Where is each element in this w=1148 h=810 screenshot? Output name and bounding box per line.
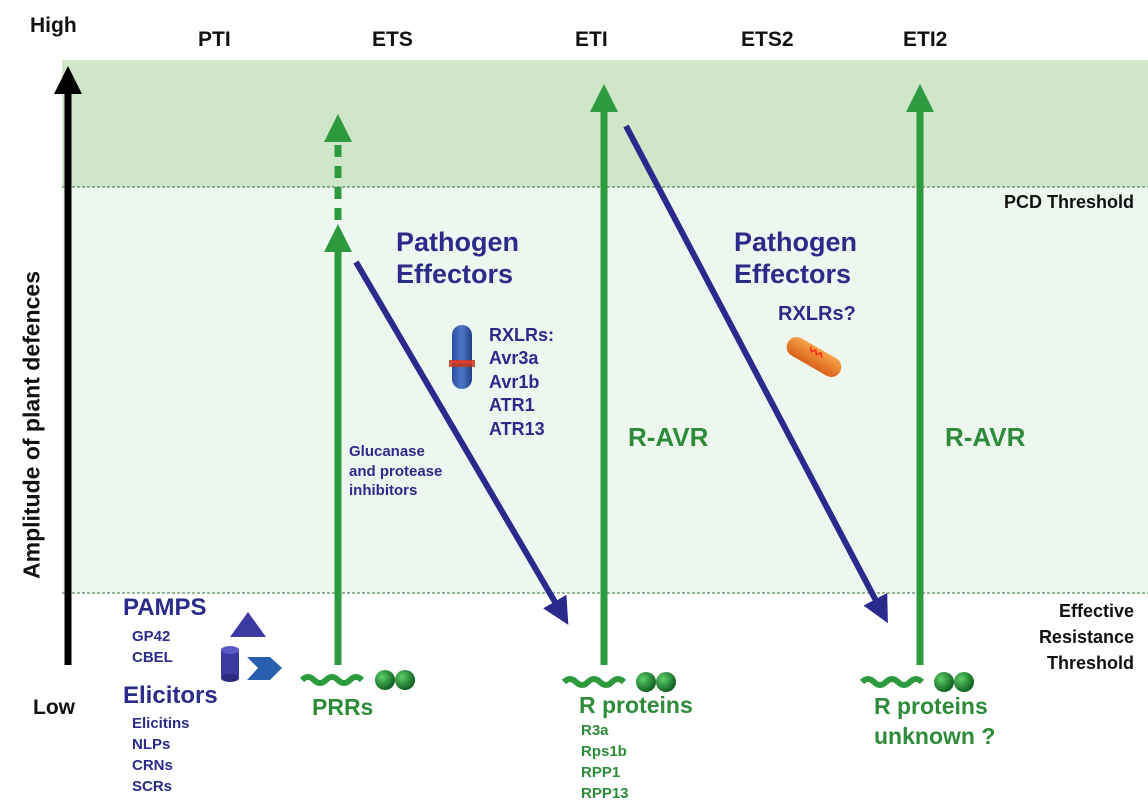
pathogen-effectors-2-line1: Pathogen (734, 227, 858, 257)
rxlr-list: RXLRs: Avr3a Avr1b ATR1 ATR13 (489, 324, 554, 441)
elicitors-item: Elicitins (132, 715, 190, 732)
pathogen-effectors-1: Pathogen Effectors (396, 226, 519, 291)
phase-eti2: ETI2 (903, 28, 948, 51)
effective-threshold-line2: Resistance (1038, 627, 1134, 648)
elicitors-title: Elicitors (123, 682, 218, 709)
rxlr-item: Avr1b (489, 371, 540, 392)
effective-threshold-label: Effective Resistance Threshold (1039, 598, 1134, 676)
elicitors-item: NLPs (132, 736, 171, 753)
r-proteins-unknown-label: R proteins unknown ? (874, 692, 995, 752)
effective-threshold-line3: Threshold (1046, 653, 1134, 674)
pamps-title: PAMPS (123, 594, 207, 621)
r-protein-item: RPP1 (581, 764, 621, 781)
y-axis-title: Amplitude of plant defences (18, 271, 45, 579)
effector-suppression-arrow-2 (623, 124, 888, 624)
rxlr-item: Avr3a (489, 348, 539, 369)
elicitors-item: SCRs (132, 778, 173, 795)
rxlr-capsule (449, 325, 475, 389)
r-protein-receptor (561, 672, 676, 692)
triangle-shape (230, 612, 266, 637)
glucanase-line: inhibitors (349, 482, 418, 499)
effective-threshold-line1: Effective (1058, 601, 1134, 621)
y-axis-high-label: High (30, 14, 77, 37)
pamps-list: GP42 CBEL (132, 626, 173, 668)
effector-suppression-arrow-1 (353, 260, 569, 625)
phase-ets: ETS (372, 28, 413, 51)
phase-eti: ETI (575, 28, 608, 51)
r-protein-item: R3a (581, 722, 609, 739)
prr-label: PRRs (312, 694, 374, 720)
r-protein-item: RPP13 (581, 785, 629, 802)
rxlr-item: ATR13 (489, 418, 545, 439)
r-proteins-unknown-line1: R proteins (874, 693, 988, 719)
phase-pti: PTI (198, 28, 231, 51)
glucanase-label: Glucanase and protease inhibitors (349, 442, 442, 501)
eti2-r-avr-label: R-AVR (945, 422, 1026, 452)
r-proteins-unknown-line2: unknown ? (874, 722, 996, 749)
cylinder-shape (221, 646, 239, 682)
phase-ets2: ETS2 (741, 28, 794, 51)
y-axis-low-label: Low (33, 696, 75, 719)
eti-r-avr-label: R-AVR (628, 422, 709, 452)
r-protein-unknown-receptor (859, 672, 974, 692)
chevron-shape (247, 657, 282, 680)
glucanase-line: Glucanase (349, 443, 425, 460)
rxlr-item: ATR1 (489, 395, 535, 416)
r-proteins-label: R proteins (579, 692, 693, 718)
rxlr-orange-capsule (786, 337, 842, 377)
r-protein-item: Rps1b (581, 743, 627, 760)
elicitors-item: CRNs (132, 757, 173, 774)
pathogen-effectors-2: Pathogen Effectors (734, 226, 857, 291)
rxlr-question-label: RXLRs? (778, 303, 856, 325)
glucanase-line: and protease (349, 462, 443, 480)
rxlr-title: RXLRs: (489, 325, 555, 345)
pathogen-effectors-2-line2: Effectors (734, 259, 852, 290)
prr-receptor (299, 670, 415, 690)
pamps-item: GP42 (132, 628, 171, 645)
pamps-item: CBEL (132, 649, 173, 666)
pcd-threshold-label: PCD Threshold (1003, 192, 1134, 212)
r-proteins-list: R3a Rps1b RPP1 RPP13 (581, 720, 629, 804)
pathogen-effectors-1-line2: Effectors (396, 259, 514, 290)
elicitors-list: Elicitins NLPs CRNs SCRs (132, 713, 190, 797)
pathogen-effectors-1-line1: Pathogen (396, 227, 520, 257)
